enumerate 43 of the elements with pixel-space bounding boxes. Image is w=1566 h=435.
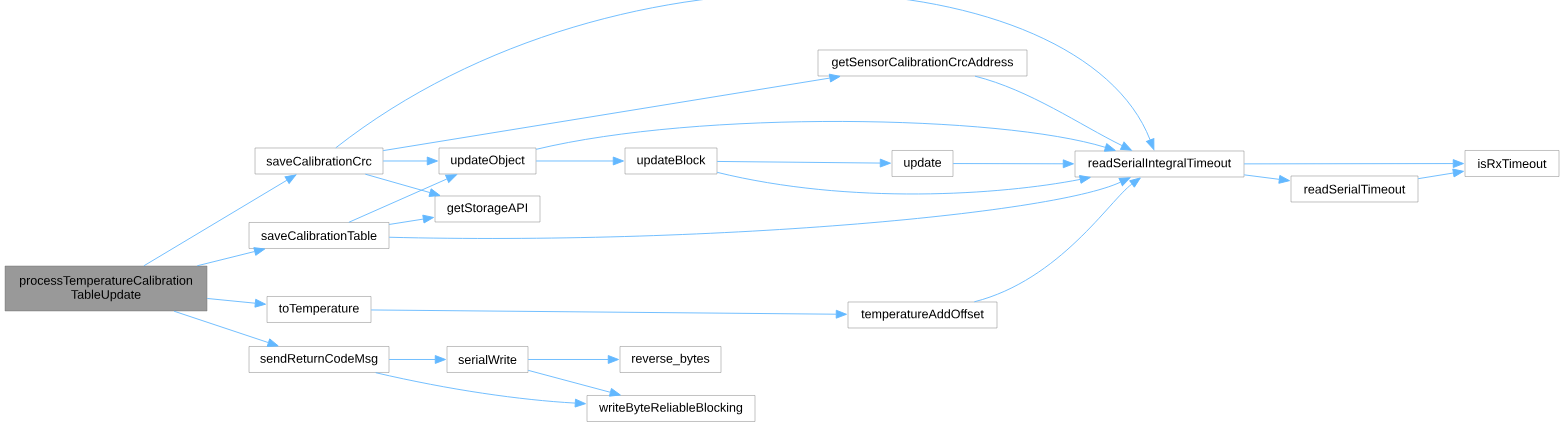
arrow bbox=[364, 173, 441, 197]
arrow bbox=[716, 158, 891, 168]
arrow bbox=[388, 355, 446, 364]
function-box: reverse_bytes bbox=[619, 346, 722, 373]
arrow bbox=[527, 369, 621, 397]
function-box: serialWrite bbox=[446, 346, 529, 373]
arrow bbox=[206, 298, 266, 308]
arrow bbox=[974, 75, 1132, 151]
arrow bbox=[527, 355, 619, 364]
function-box: update bbox=[891, 150, 954, 177]
function-box: processTemperatureCalibration TableUpdate bbox=[4, 265, 208, 312]
function-box: temperatureAddOffset bbox=[847, 301, 998, 329]
function-box: isRxTimeout bbox=[1464, 150, 1560, 177]
arrow bbox=[535, 156, 624, 166]
arrow bbox=[1417, 168, 1464, 180]
function-box: readSerialTimeout bbox=[1290, 175, 1419, 203]
arrow bbox=[143, 174, 297, 267]
arrow bbox=[196, 247, 266, 267]
function-box: updateObject bbox=[438, 147, 537, 175]
function-box: saveCalibrationCrc bbox=[254, 147, 384, 175]
arrow bbox=[535, 121, 1116, 152]
arrow bbox=[370, 309, 847, 319]
arrow bbox=[388, 214, 434, 225]
arrow bbox=[382, 73, 841, 152]
arrow bbox=[348, 174, 457, 223]
arrow bbox=[335, 0, 1155, 151]
function-box: updateBlock bbox=[624, 147, 718, 175]
function-box: getSensorCalibrationCrcAddress bbox=[817, 49, 1028, 77]
arrow bbox=[716, 171, 1091, 195]
function-box: sendReturnCodeMsg bbox=[248, 346, 390, 373]
function-box: writeByteReliableBlocking bbox=[586, 395, 756, 422]
arrow bbox=[973, 177, 1141, 303]
function-box: toTemperature bbox=[266, 296, 372, 323]
function-box: readSerialIntegralTimeout bbox=[1074, 150, 1245, 178]
arrow bbox=[1243, 174, 1290, 184]
function-box: saveCalibrationTable bbox=[248, 222, 390, 249]
arrow bbox=[375, 372, 586, 408]
arrow bbox=[388, 177, 1131, 239]
arrow bbox=[1243, 159, 1464, 168]
arrow bbox=[382, 156, 438, 166]
arrow bbox=[173, 310, 279, 347]
arrow bbox=[952, 159, 1074, 169]
function-box: getStorageAPI bbox=[434, 195, 541, 223]
